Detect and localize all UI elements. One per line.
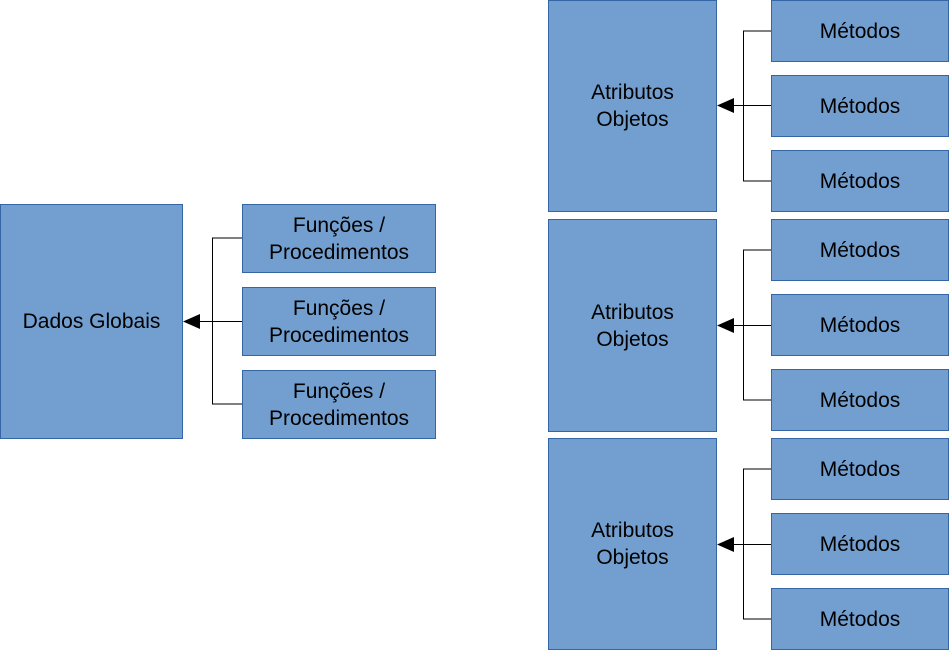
metodos-box: Métodos [771,438,949,500]
metodos-box: Métodos [771,513,949,575]
connector-left-group [196,237,242,405]
metodos-box: Métodos [771,219,949,281]
arrowhead-right-group-3 [717,537,734,552]
funcoes-procedimentos-box: Funções / Procedimentos [242,370,436,439]
metodos-box: Métodos [771,0,949,62]
connector-right-group-3 [730,468,771,620]
dados-globais-box: Dados Globais [0,204,183,439]
funcoes-procedimentos-box: Funções / Procedimentos [242,204,436,273]
metodos-box: Métodos [771,150,949,212]
connector-right-group-1 [730,30,771,182]
metodos-box: Métodos [771,369,949,431]
connector-right-group-2 [730,249,771,401]
atributos-objetos-box: Atributos Objetos [548,0,717,212]
metodos-box: Métodos [771,294,949,356]
atributos-objetos-box: Atributos Objetos [548,438,717,650]
arrowhead-right-group-1 [717,98,734,113]
arrowhead-right-group-2 [717,318,734,333]
atributos-objetos-box: Atributos Objetos [548,219,717,432]
metodos-box: Métodos [771,588,949,650]
arrowhead-left-group [183,314,200,329]
funcoes-procedimentos-box: Funções / Procedimentos [242,287,436,356]
metodos-box: Métodos [771,75,949,137]
